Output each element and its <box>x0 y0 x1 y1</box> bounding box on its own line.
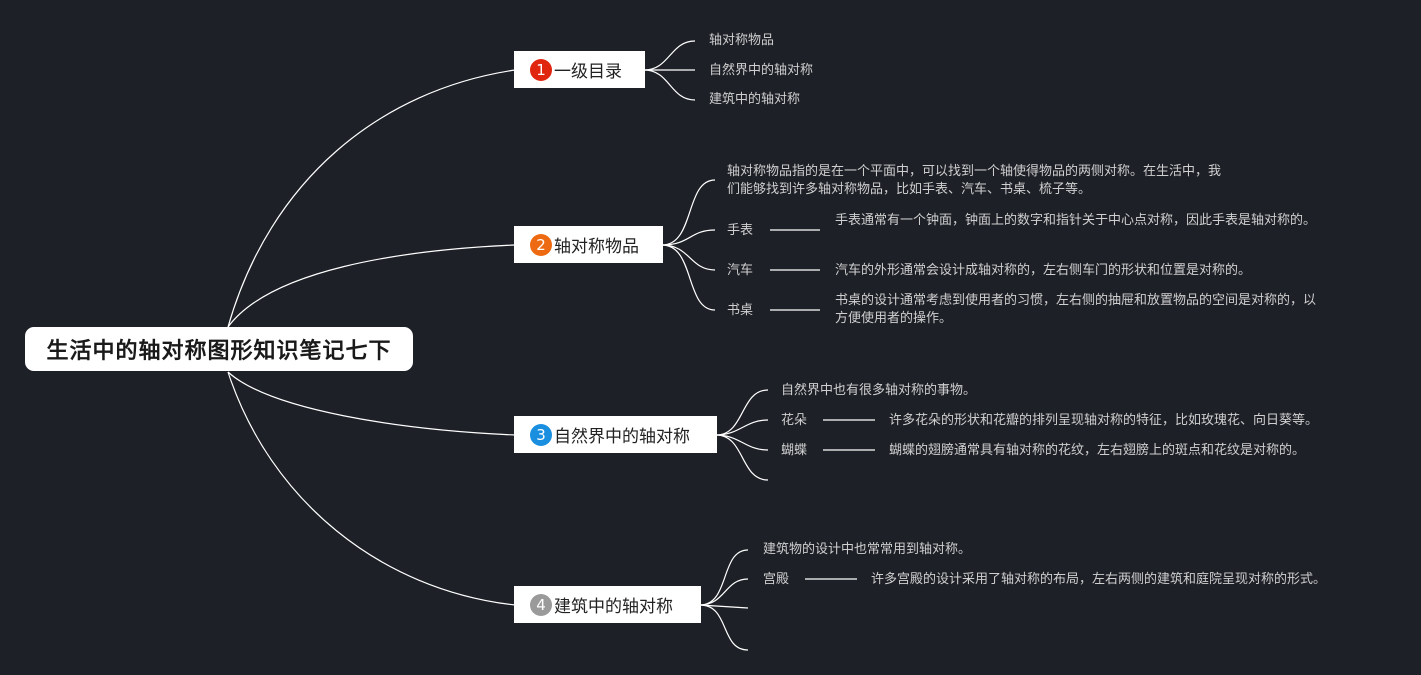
topic-intro[interactable]: 自然界中也有很多轴对称的事物。 <box>781 383 977 398</box>
term-label[interactable]: 花朵 <box>781 413 808 428</box>
number-badge-1: 1 <box>530 58 552 81</box>
root-title: 生活中的轴对称图形知识笔记七下 <box>46 339 392 364</box>
subtopic-item[interactable]: 轴对称物品 <box>709 33 775 48</box>
sub-line <box>661 179 716 246</box>
term-description[interactable]: 蝴蝶的翅膀通常具有轴对称的花纹，左右翅膀上的斑点和花纹是对称的。 <box>889 443 1306 458</box>
term-label[interactable]: 宫殿 <box>763 572 790 587</box>
topic-architecture-symmetry[interactable]: 4 建筑中的轴对称 <box>514 586 701 623</box>
topic-intro[interactable]: 建筑物的设计中也常常用到轴对称。 <box>763 542 972 557</box>
branch-line-4 <box>227 371 516 606</box>
sub-line <box>715 419 769 436</box>
sub-line <box>715 434 769 481</box>
term-description[interactable]: 手表通常有一个钟面，钟面上的数字和指针关于中心点对称，因此手表是轴对称的。 <box>835 213 1317 228</box>
topic-intro[interactable]: 轴对称物品指的是在一个平面中，可以找到一个轴使得物品的两侧对称。在生活中，我们能… <box>727 164 1222 197</box>
sub-line <box>715 389 769 436</box>
subtopic-item[interactable]: 建筑中的轴对称 <box>709 92 801 107</box>
sub-line <box>699 578 749 606</box>
topic-symmetric-objects[interactable]: 2 轴对称物品 <box>514 226 663 263</box>
topic-label: 轴对称物品 <box>554 237 639 257</box>
subtopic-item[interactable]: 自然界中的轴对称 <box>709 63 814 78</box>
term-description[interactable]: 许多宫殿的设计采用了轴对称的布局，左右两侧的建筑和庭院呈现对称的形式。 <box>871 572 1327 587</box>
topic-label: 自然界中的轴对称 <box>554 427 690 447</box>
number-badge-3: 3 <box>530 423 552 446</box>
term-label[interactable]: 手表 <box>727 223 754 238</box>
sub-line <box>661 244 716 271</box>
topic-label: 一级目录 <box>554 62 622 82</box>
term-description[interactable]: 许多花朵的形状和花瓣的排列呈现轴对称的特征，比如玫瑰花、向日葵等。 <box>889 413 1319 428</box>
sub-line <box>643 69 696 101</box>
sub-line <box>699 604 749 651</box>
topic-nature-symmetry[interactable]: 3 自然界中的轴对称 <box>514 416 717 453</box>
term-label[interactable]: 蝴蝶 <box>781 443 808 458</box>
sub-line <box>699 549 749 606</box>
term-description[interactable]: 汽车的外形通常会设计成轴对称的，左右侧车门的形状和位置是对称的。 <box>835 263 1252 278</box>
number-badge-2: 2 <box>530 233 552 256</box>
root-topic[interactable]: 生活中的轴对称图形知识笔记七下 <box>25 327 413 371</box>
term-label[interactable]: 书桌 <box>727 303 754 318</box>
topic-label: 建筑中的轴对称 <box>554 597 673 617</box>
topic-table-of-contents[interactable]: 1 一级目录 <box>514 51 645 88</box>
sub-line <box>661 244 716 311</box>
sub-line <box>643 40 696 71</box>
sub-line <box>699 604 749 609</box>
term-description[interactable]: 书桌的设计通常考虑到使用者的习惯，左右侧的抽屉和放置物品的空间是对称的，以方便使… <box>835 293 1317 326</box>
term-label[interactable]: 汽车 <box>727 263 754 278</box>
branch-line-2 <box>227 244 516 328</box>
branch-line-3 <box>227 371 516 436</box>
number-badge-4: 4 <box>530 593 552 616</box>
sub-line <box>715 434 769 451</box>
branch-line-1 <box>227 69 516 328</box>
sub-line <box>661 229 716 246</box>
